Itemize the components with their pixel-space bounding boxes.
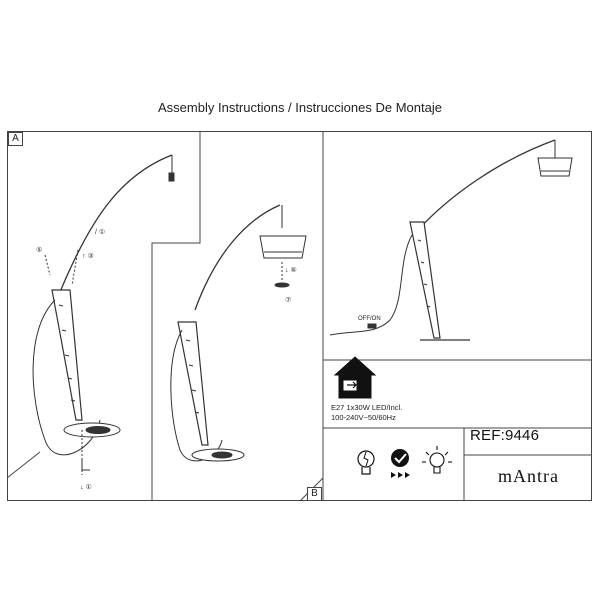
lamp-arc-final <box>417 139 556 231</box>
class-ii-insulation-icon <box>333 356 377 399</box>
bulb-warning-icon <box>357 450 375 475</box>
electrical-specs: E27 1x30W LED/Incl. 100-240V~50/60Hz <box>331 403 402 423</box>
step-number-6b: ↓ ⑥ <box>285 266 297 274</box>
panel-b-label: B <box>307 487 322 501</box>
lamp-arc-a <box>59 154 173 293</box>
step-number-1a: / ① <box>95 228 105 236</box>
lamp-pole-b <box>177 321 209 446</box>
step-number-5a: ⑤ <box>36 246 42 254</box>
page-title: Assembly Instructions / Instrucciones De… <box>158 100 442 115</box>
lamp-socket-a <box>168 172 175 182</box>
lamp-arc-b <box>194 204 281 311</box>
brand-logo: mAntra <box>498 466 559 486</box>
panel-a-label: A <box>8 132 23 146</box>
panel-a-b-divider <box>151 131 201 501</box>
panel-a-drawing <box>32 154 175 475</box>
lamp-pole-final <box>409 221 441 339</box>
panel-a-corner-line <box>6 451 41 479</box>
step-number-3a: ↑ ③ <box>82 252 94 260</box>
step-number-1b: ↓ ① <box>80 483 92 491</box>
lamp-shade-final <box>537 157 573 177</box>
instruction-frame <box>7 131 592 501</box>
step-number-2b: ⑦ <box>285 296 291 304</box>
dimmable-bulb-icon <box>422 446 452 474</box>
approved-check-icon <box>391 449 410 478</box>
spec-line-2: 100-240V~50/60Hz <box>331 413 396 422</box>
spec-line-1: E27 1x30W LED/Incl. <box>331 403 403 412</box>
panel-b-drawing <box>170 204 307 462</box>
assembled-lamp-drawing <box>329 139 573 341</box>
lamp-shade-b <box>259 235 307 259</box>
switch-label: OFF/ON <box>358 316 381 322</box>
product-reference: REF:9446 <box>470 427 540 444</box>
